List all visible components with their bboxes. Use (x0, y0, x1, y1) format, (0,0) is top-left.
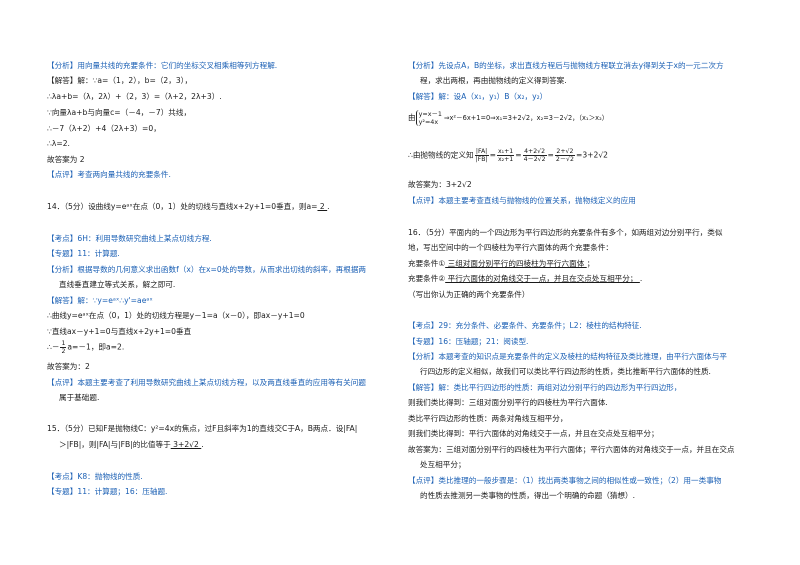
question-15: 15．（5分）已知F是抛物线C：y²=4x的焦点，过F且斜率为1的直线交C于A，… (47, 424, 358, 433)
answer-line: 故答案为：2 (47, 362, 90, 371)
condition-1-line: 充要条件① 三组对面分别平行的四棱柱为平行六面体 ； (408, 259, 595, 268)
condition-1-answer: 三组对面分别平行的四棱柱为平行六面体 (445, 259, 587, 268)
analysis-line: 程，求出两根，再由抛物线的定义得到答案. (420, 76, 567, 85)
solution-line: 【解答】解：设A（x₁，y₁）B（x₂，y₂） (408, 92, 548, 101)
topic-line: 【专题】16：压轴题；21：阅读型. (408, 337, 529, 346)
topic-line: 【专题】11：计算题；16：压轴题. (47, 487, 168, 496)
comment-line: 的性质去推测另一类事物的性质，得出一个明确的命题（猜想）. (420, 491, 636, 500)
knowledge-point-line: 【考点】6H：利用导数研究曲线上某点切线方程. (47, 234, 212, 243)
solution-line: ∵向量λa+b与向量c=（－4，－7）共线， (47, 108, 192, 117)
solution-line: 则我们类比得到：平行六面体的对角线交于一点，并且在交点处互相平分； (408, 429, 659, 438)
solution-line: 【解答】解：类比平行四边形的性质：两组对边分别平行的四边形为平行四边形， (408, 383, 682, 392)
comment-line: 【点评】本题主要考查了利用导数研究曲线上某点切线方程，以及两直线垂直的应用等有关… (47, 378, 366, 387)
question-16: 16．（5分）平面内的一个四边形为平行四边形的充要条件有多个，如两组对边分别平行… (408, 228, 723, 237)
condition-2-line: 充要条件② 平行六面体的对角线交于一点，并且在交点处互相平分； . (408, 274, 643, 283)
analysis-line: 【分析】本题考查的知识点是充要条件的定义及棱柱的结构特征及类比推理，由平行六面体… (408, 352, 727, 361)
knowledge-point-line: 【考点】K8：抛物线的性质. (47, 472, 143, 481)
answer-line: 故答案为：三组对面分别平行的四棱柱为平行六面体；平行六面体的对角线交于一点，并且… (408, 445, 735, 454)
analysis-line: 【分析】根据导数的几何意义求出函数f（x）在x=0处的导数，从而求出切线的斜率，… (47, 265, 367, 274)
comment-line: 【点评】本题主要考查直线与抛物线的位置关系，抛物线定义的应用 (408, 196, 636, 205)
question-15-answer: 3+2√2 (170, 440, 202, 449)
comment-line: 【点评】类比推理的一般步骤是：（1）找出两类事物之间的相似性或一致性；（2）用一… (408, 476, 722, 485)
analysis-line: 【分析】先设点A，B的坐标，求出直线方程后与抛物线方程联立消去y得到关于x的一元… (408, 61, 724, 70)
solution-line: 类比平行四边形的性质：两条对角线互相平分， (408, 414, 568, 423)
solution-line: ∵直线ax－y+1=0与直线x+2y+1=0垂直 (47, 327, 192, 336)
question-14: 14．（5分）设曲线y=eᵃˣ在点（0，1）处的切线与直线x+2y+1=0垂直，… (47, 202, 330, 211)
solution-line: ∴曲线y=eᵃˣ在点（0，1）处的切线方程是y－1=a（x－0），即ax－y+1… (47, 311, 305, 320)
answer-line: 故答案为：3+2√2 (408, 180, 472, 189)
analysis-line: 【分析】用向量共线的充要条件：它们的坐标交叉相乘相等列方程解. (47, 61, 278, 70)
solution-line: 【解答】解：∵a=（1，2），b=（2，3）， (47, 76, 193, 85)
solution-line: ∴－7（λ+2）+4（2λ+3）=0， (47, 124, 161, 133)
question-16-cont: 地，写出空间中的一个四棱柱为平行六面体的两个充要条件： (408, 243, 614, 252)
question-14-answer: 2 (317, 202, 328, 211)
solution-line: 则我们类比得到：三组对面分别平行的四棱柱为平行六面体. (408, 398, 608, 407)
answer-line: 处互相平分； (420, 460, 466, 469)
comment-line: 【点评】考查两向量共线的充要条件. (47, 170, 171, 179)
instruction-line: （写出你认为正确的两个充要条件） (408, 290, 530, 299)
solution-line: ∴λa+b=（λ，2λ）+（2，3）=（λ+2，2λ+3）. (47, 92, 222, 101)
analysis-line: 行四边形的定义相似，故我们可以类比平行四边形的性质，类比推断平行六面体的性质. (420, 367, 711, 376)
topic-line: 【专题】11：计算题. (47, 249, 120, 258)
fraction: |FA||FB| (474, 148, 489, 163)
comment-line: 属于基础题. (59, 393, 100, 402)
solution-line: 【解答】解：∵y=eᵃˣ∴y'=aeᵃˣ (47, 296, 153, 305)
analysis-line: 直线垂直建立等式关系，解之即可. (59, 280, 176, 289)
solution-line: ∴λ=2. (47, 139, 70, 148)
condition-2-answer: 平行六面体的对角线交于一点，并且在交点处互相平分； (445, 274, 640, 283)
knowledge-point-line: 【考点】29：充分条件、必要条件、充要条件；L2：棱柱的结构特征. (408, 321, 642, 330)
question-15-cont: ＞|FB|，则|FA|与|FB|的比值等于 3+2√2 . (59, 440, 204, 449)
answer-line: 故答案为 2 (47, 155, 85, 164)
